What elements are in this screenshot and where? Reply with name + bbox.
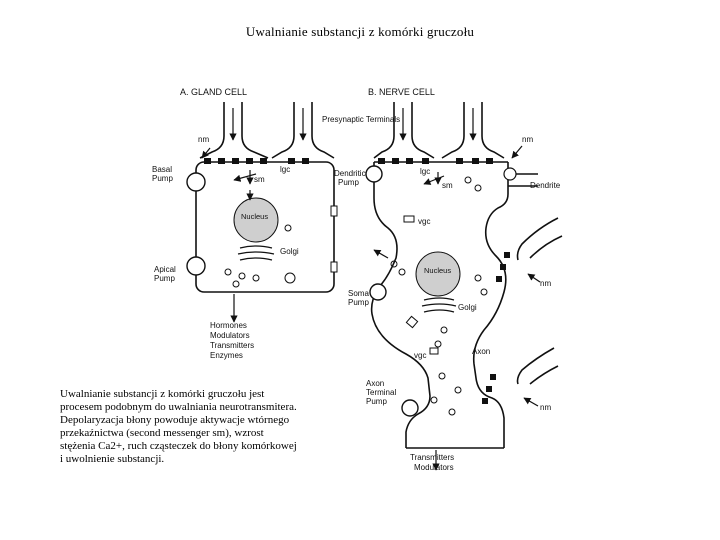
nerve-nm-label-mid: nm xyxy=(540,279,551,288)
gland-output-3: Transmitters xyxy=(210,341,254,350)
nerve-arrows xyxy=(373,108,541,471)
nerve-vgc-label-1: vgc xyxy=(418,217,430,226)
apical-pump-label-1: Apical xyxy=(154,265,176,274)
soma-pump-label-1: Soma xyxy=(348,289,369,298)
nerve-lgc-label: lgc xyxy=(420,167,430,176)
gland-output-2: Modulators xyxy=(210,331,250,340)
nerve-output-2: Modulators xyxy=(414,463,454,472)
gland-vesicles xyxy=(224,224,296,288)
nerve-nm-label-bottom: nm xyxy=(540,403,551,412)
nerve-nucleus-icon xyxy=(415,251,461,297)
nerve-golgi-icon xyxy=(421,297,457,313)
gland-cell xyxy=(195,102,335,293)
axon-terminal-pump-label-2: Terminal xyxy=(366,388,396,397)
axon-terminal-pump-label-1: Axon xyxy=(366,379,384,388)
gland-nucleus-icon xyxy=(233,197,279,243)
axon-terminal-pump-label-3: Pump xyxy=(366,397,387,406)
gland-golgi-icon xyxy=(237,245,275,261)
gland-arrows xyxy=(201,108,307,323)
gland-nucleus-label: Nucleus xyxy=(241,212,268,221)
apical-pump-icon xyxy=(186,256,206,276)
nerve-cell xyxy=(370,102,563,449)
gland-channels xyxy=(330,205,338,273)
slide-title: Uwalnianie substancji z komórki gruczołu xyxy=(245,24,475,39)
dendritic-pump-label-2: Pump xyxy=(338,178,359,187)
cell-diagram: A. GLAND CELL B. NERVE CELL xyxy=(138,78,582,482)
gland-golgi-label: Golgi xyxy=(280,247,299,256)
axon-label: Axon xyxy=(472,347,490,356)
basal-pump-label-1: Basal xyxy=(152,165,172,174)
nerve-membrane-receptors xyxy=(378,158,510,404)
axon-terminal-pump-icon xyxy=(401,399,419,417)
gland-nm-label: nm xyxy=(198,135,209,144)
dendritic-pump-label-1: Dendritic xyxy=(334,169,366,178)
presynaptic-terminals-label: Presynaptic Terminals xyxy=(322,115,400,124)
apical-pump-label-2: Pump xyxy=(154,274,175,283)
basal-pump-label-2: Pump xyxy=(152,174,173,183)
basal-pump-icon xyxy=(186,172,206,192)
dendrite-label: Dendrite xyxy=(530,181,561,190)
soma-pump-icon xyxy=(369,283,387,301)
gland-output-4: Enzymes xyxy=(210,351,243,360)
gland-output-1: Hormones xyxy=(210,321,247,330)
gland-sm-label: sm xyxy=(254,175,265,184)
nerve-nm-label-top: nm xyxy=(522,135,533,144)
nerve-nucleus-label: Nucleus xyxy=(424,266,451,275)
cell-diagram-svg: A. GLAND CELL B. NERVE CELL xyxy=(152,87,563,472)
panel-b-title: B. NERVE CELL xyxy=(368,87,435,97)
dendrite-pump-icon xyxy=(503,167,517,181)
soma-pump-label-2: Pump xyxy=(348,298,369,307)
nerve-vesicles xyxy=(390,176,488,416)
nerve-vgc-label-2: vgc xyxy=(414,351,426,360)
nerve-output-1: Transmitters xyxy=(410,453,454,462)
nerve-golgi-label: Golgi xyxy=(458,303,477,312)
nerve-channels xyxy=(403,215,439,355)
dendritic-pump-icon xyxy=(365,165,383,183)
caption-text: Uwalnianie substancji z komórki gruczołu… xyxy=(60,386,300,468)
panel-a-title: A. GLAND CELL xyxy=(180,87,247,97)
gland-membrane-receptors xyxy=(204,158,309,164)
nerve-sm-label: sm xyxy=(442,181,453,190)
gland-lgc-label: lgc xyxy=(280,165,290,174)
